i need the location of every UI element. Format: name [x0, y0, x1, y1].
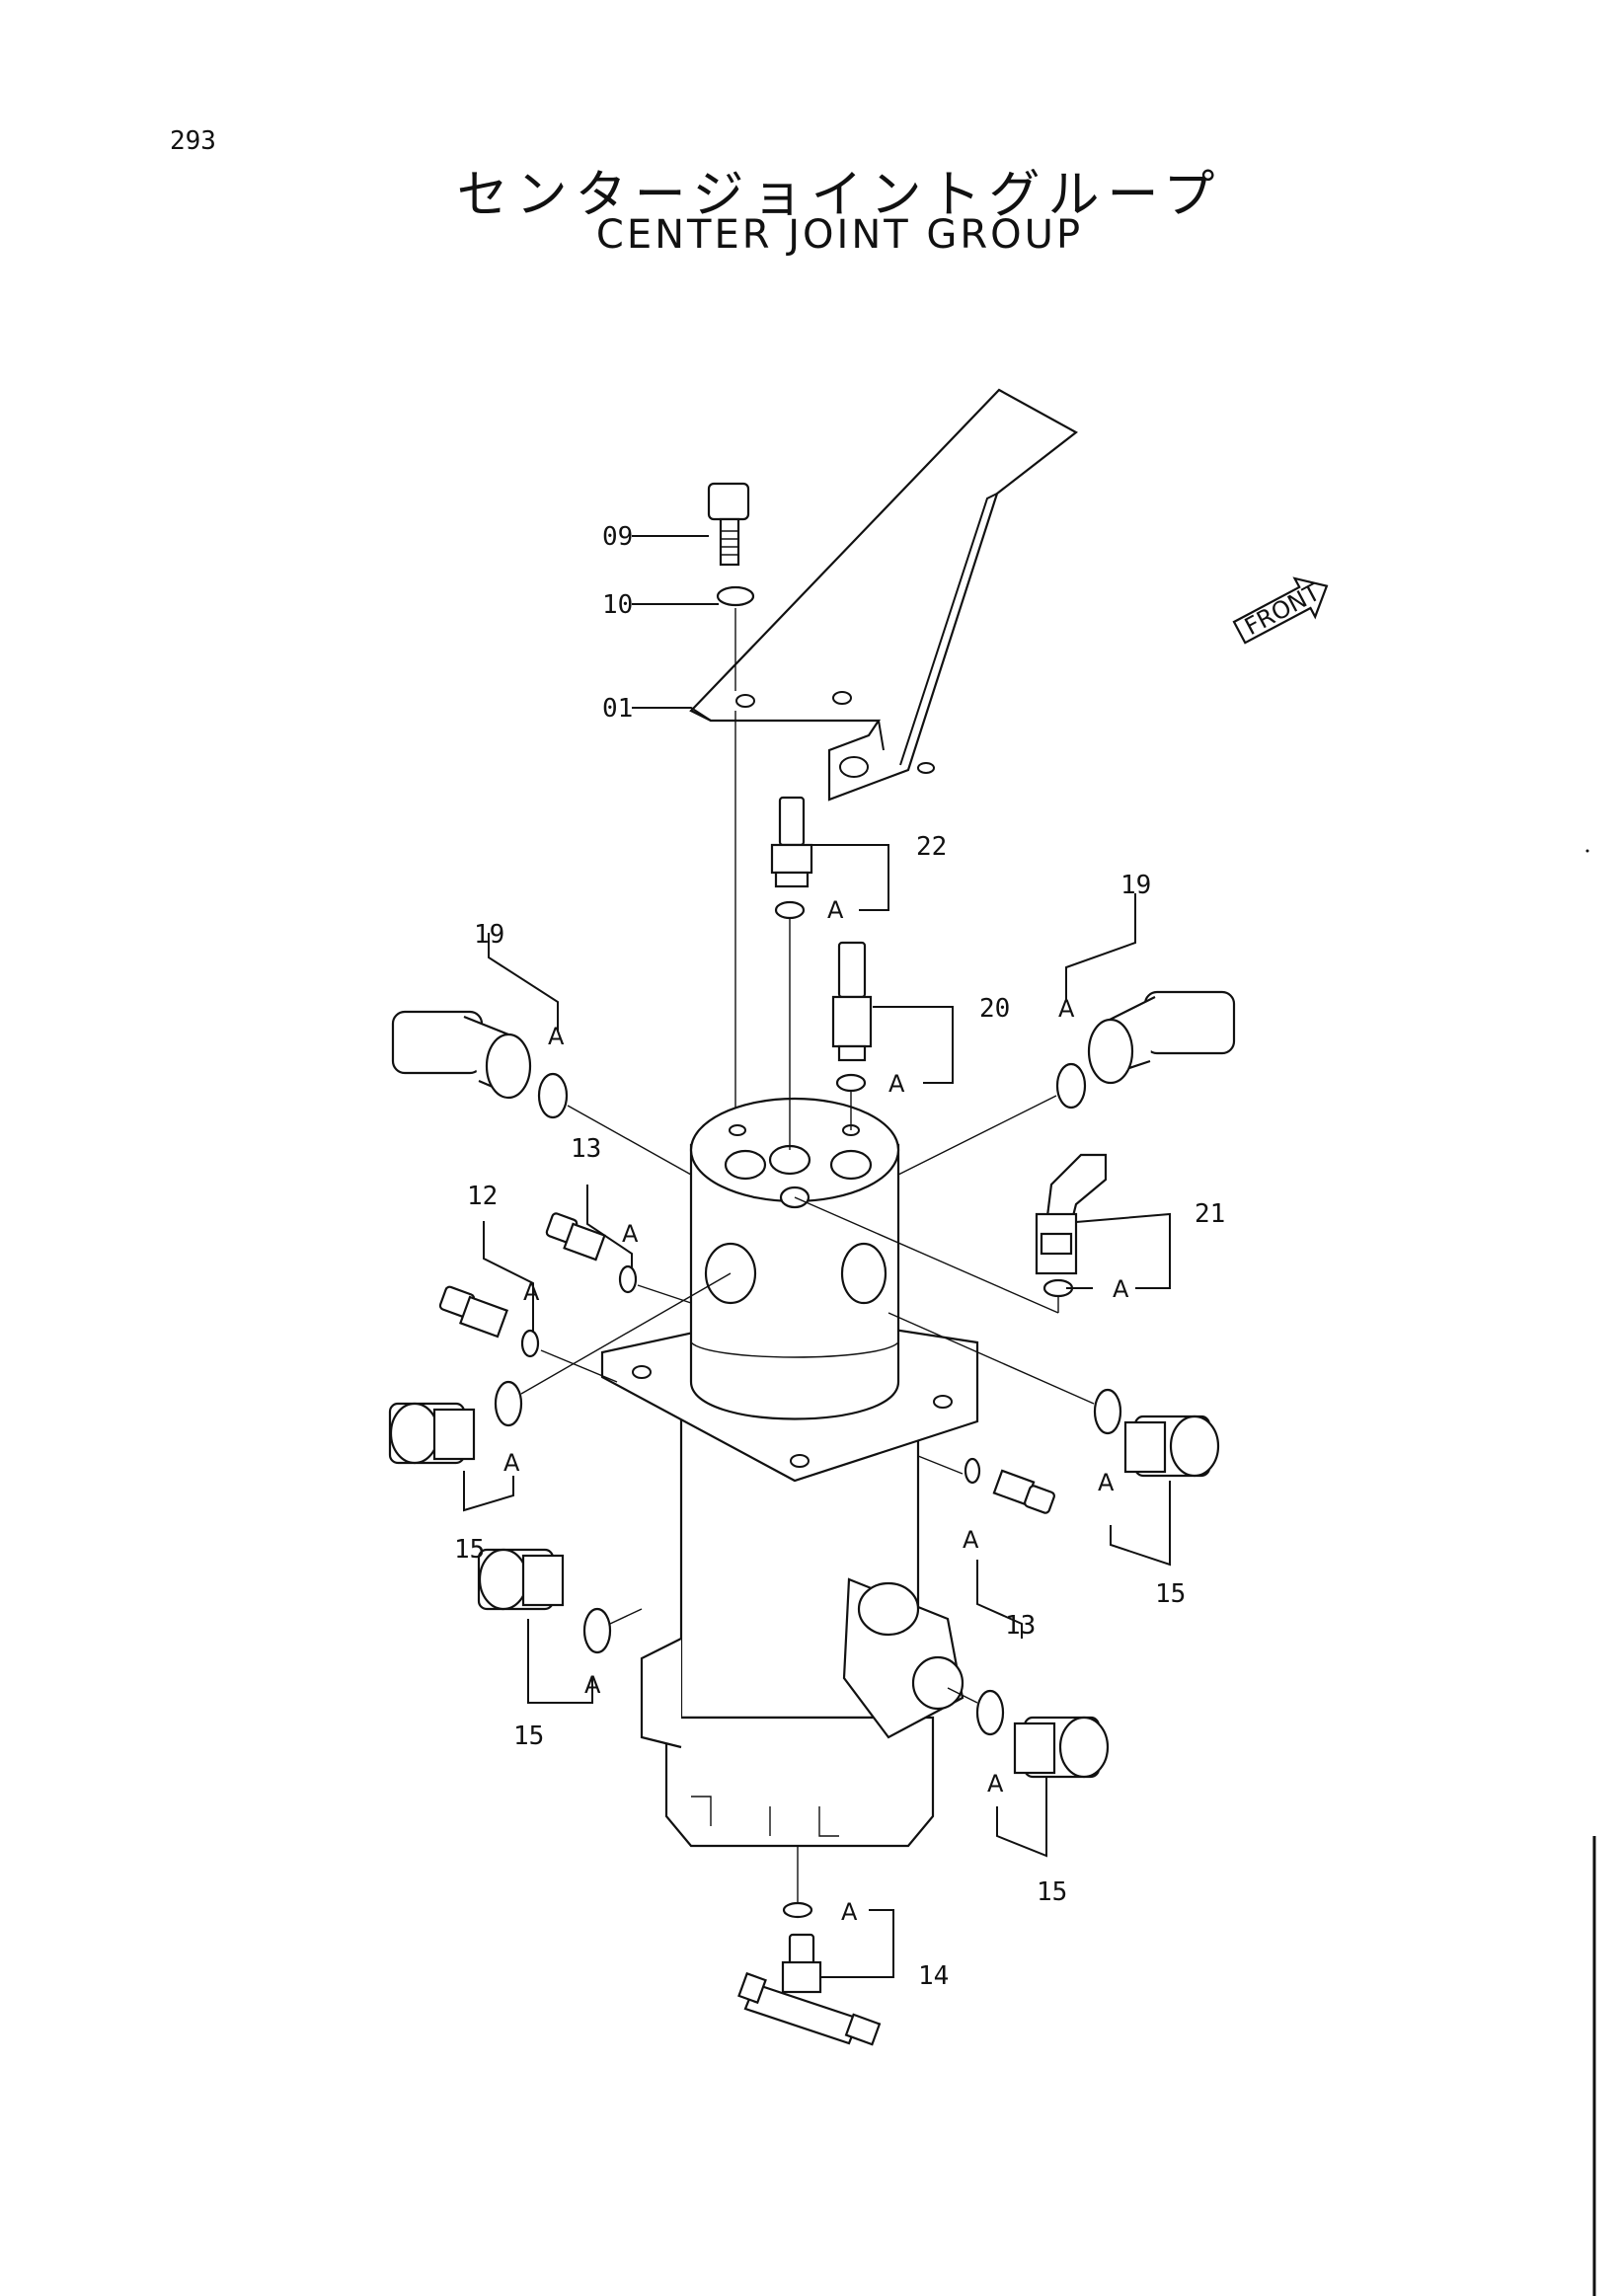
- seal-label-a: A: [1113, 1275, 1129, 1303]
- seal-label-a: A: [622, 1220, 639, 1248]
- seal-label-a: A: [503, 1449, 520, 1477]
- seal-label-a: A: [584, 1671, 601, 1699]
- callout-21: 21: [1195, 1199, 1225, 1229]
- elbow-19-right-part: [1087, 990, 1236, 1085]
- seal-label-a: A: [827, 896, 844, 924]
- callout-labels: 09 10 01 22 20 19 19 13 12 21 15 15 15 1…: [454, 522, 1225, 1991]
- seal-label-a: A: [987, 1770, 1004, 1798]
- fitting-20-part: [831, 941, 873, 1062]
- callout-22: 22: [916, 832, 947, 862]
- page-number: 293: [170, 126, 216, 156]
- callout-19-left: 19: [474, 920, 504, 950]
- callout-15-left-upper: 15: [454, 1535, 485, 1565]
- title-english: CENTER JOINT GROUP: [595, 212, 1084, 258]
- callout-10: 10: [602, 590, 633, 620]
- adapter-15-left-upper-part: [388, 1402, 476, 1465]
- callout-13-left: 13: [571, 1134, 601, 1164]
- seal-label-a: A: [523, 1278, 540, 1306]
- elbow-21-part: [1035, 1153, 1108, 1275]
- adapter-15-left-lower-part: [477, 1548, 565, 1611]
- callout-15-right-lower: 15: [1037, 1877, 1067, 1907]
- fitting-22-part: [770, 796, 813, 888]
- callout-14: 14: [918, 1961, 949, 1991]
- washer-part: [716, 585, 755, 607]
- seal-label-a: A: [1058, 995, 1075, 1023]
- bolt-part: [707, 482, 750, 567]
- seal-label-a: A: [963, 1526, 979, 1554]
- adapter-15-right-lower-part: [1013, 1716, 1110, 1779]
- assembly-lines: [520, 918, 1095, 1903]
- callout-19-right: 19: [1120, 871, 1151, 900]
- fitting-13-left-part: [545, 1212, 606, 1262]
- seal-label-a: A: [888, 1070, 905, 1098]
- callout-12: 12: [467, 1182, 498, 1211]
- leader-lines: [463, 535, 1171, 1978]
- seal-label-a: A: [1098, 1469, 1115, 1496]
- fitting-13-right-part: [992, 1469, 1055, 1514]
- callout-13-right: 13: [1005, 1611, 1036, 1641]
- tee-14-part: [737, 1933, 882, 2046]
- callout-15-right-upper: 15: [1155, 1579, 1186, 1609]
- seal-label-a: A: [841, 1898, 858, 1926]
- callout-09: 09: [602, 522, 633, 552]
- callout-01: 01: [602, 694, 633, 724]
- fitting-12-part: [438, 1285, 508, 1339]
- title-japanese: センタージョイントグループ: [456, 166, 1223, 225]
- center-joint-body: [600, 1097, 979, 1848]
- callout-15-left-lower: 15: [513, 1722, 544, 1751]
- seal-labels: A A A A A A A A A A A A A: [503, 896, 1129, 1926]
- callout-20: 20: [979, 994, 1010, 1024]
- front-arrow-icon: FRONT: [1232, 576, 1329, 645]
- adapter-15-right-upper-part: [1123, 1415, 1220, 1478]
- seal-label-a: A: [548, 1023, 565, 1050]
- elbow-19-left-part: [391, 1010, 532, 1100]
